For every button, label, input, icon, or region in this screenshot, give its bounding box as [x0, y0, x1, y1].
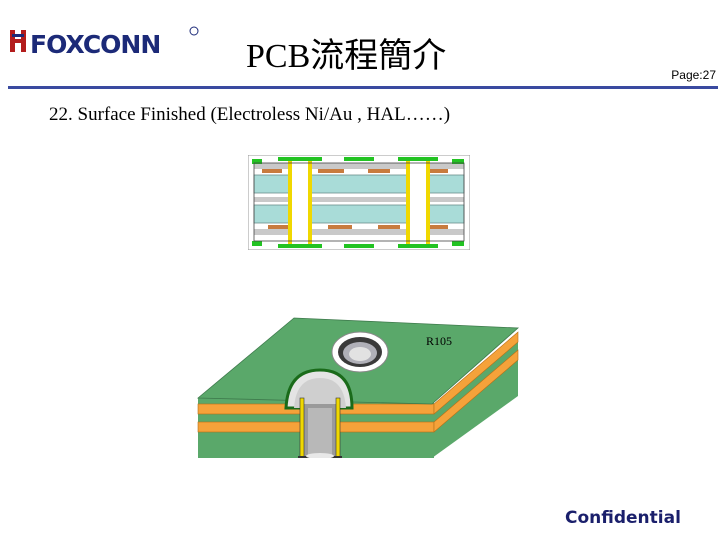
slide-subtitle: 22. Surface Finished (Electroless Ni/Au …	[49, 104, 451, 125]
confidential-label: Confidential	[565, 508, 681, 528]
page-number: Page:27	[671, 68, 716, 82]
pcb-3d-figure: R105	[196, 317, 520, 458]
foxconn-logo: FOXCONN	[10, 26, 199, 59]
header-divider	[8, 86, 718, 89]
figure-label: R105	[426, 334, 452, 348]
svg-text:FOXCONN: FOXCONN	[30, 30, 160, 59]
pcb-cross-section-figure	[248, 155, 470, 250]
page-title: PCB流程簡介	[246, 38, 447, 75]
